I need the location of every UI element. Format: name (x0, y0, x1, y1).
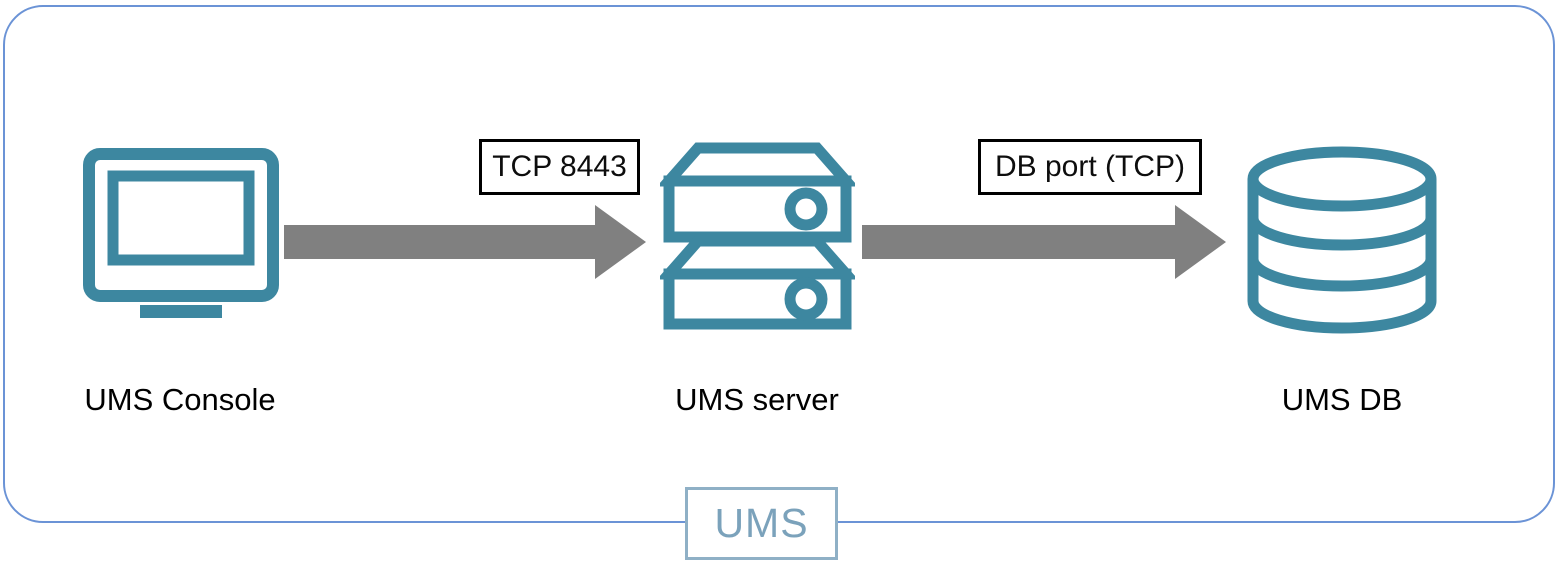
port-label-server-to-db: DB port (TCP) (978, 139, 1202, 195)
server-rack-icon (656, 140, 859, 332)
node-label-ums-db: UMS DB (1281, 382, 1403, 417)
port-label-console-to-server: TCP 8443 (479, 139, 640, 195)
database-cylinder-icon (1244, 146, 1440, 334)
node-label-ums-console: UMS Console (84, 382, 276, 417)
arrow-console-to-server (284, 202, 648, 282)
node-label-ums-server: UMS server (675, 382, 839, 417)
arrow-server-to-db (862, 202, 1228, 282)
monitor-icon (80, 148, 280, 323)
ums-boundary-badge: UMS (685, 487, 838, 560)
